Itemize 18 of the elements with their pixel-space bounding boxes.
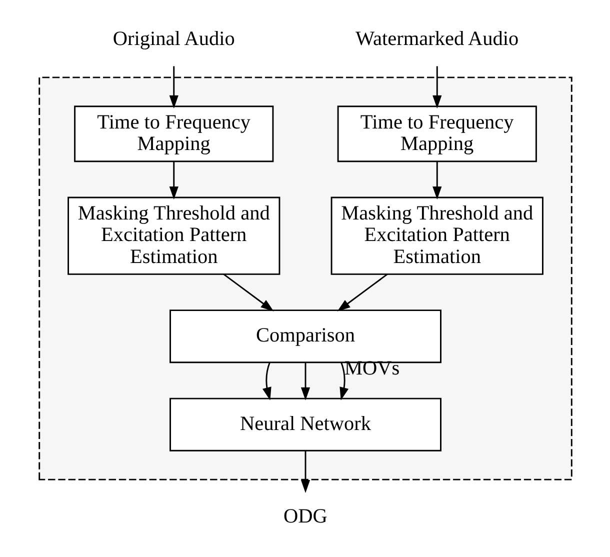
arrow: [339, 362, 348, 400]
node-text: Original Audio: [112, 28, 234, 50]
node-box: Neural Network: [169, 398, 441, 452]
arrow: [300, 451, 310, 494]
arrow: [168, 162, 178, 200]
node-box: Time to Frequency Mapping: [74, 106, 274, 162]
node-text: Watermarked Audio: [355, 28, 518, 50]
arrow: [262, 362, 271, 400]
node-box: Masking Threshold and Excitation Pattern Estimation: [67, 196, 280, 275]
node-text: ODG: [283, 506, 327, 528]
arrow: [432, 162, 442, 200]
arrow: [432, 66, 442, 108]
arrow: [222, 274, 274, 312]
node-box: Time to Frequency Mapping: [336, 106, 536, 162]
arrow: [336, 274, 388, 312]
arrow: [168, 66, 178, 108]
arrow: [300, 362, 310, 400]
node-box: Masking Threshold and Excitation Pattern Estimation: [330, 196, 543, 275]
